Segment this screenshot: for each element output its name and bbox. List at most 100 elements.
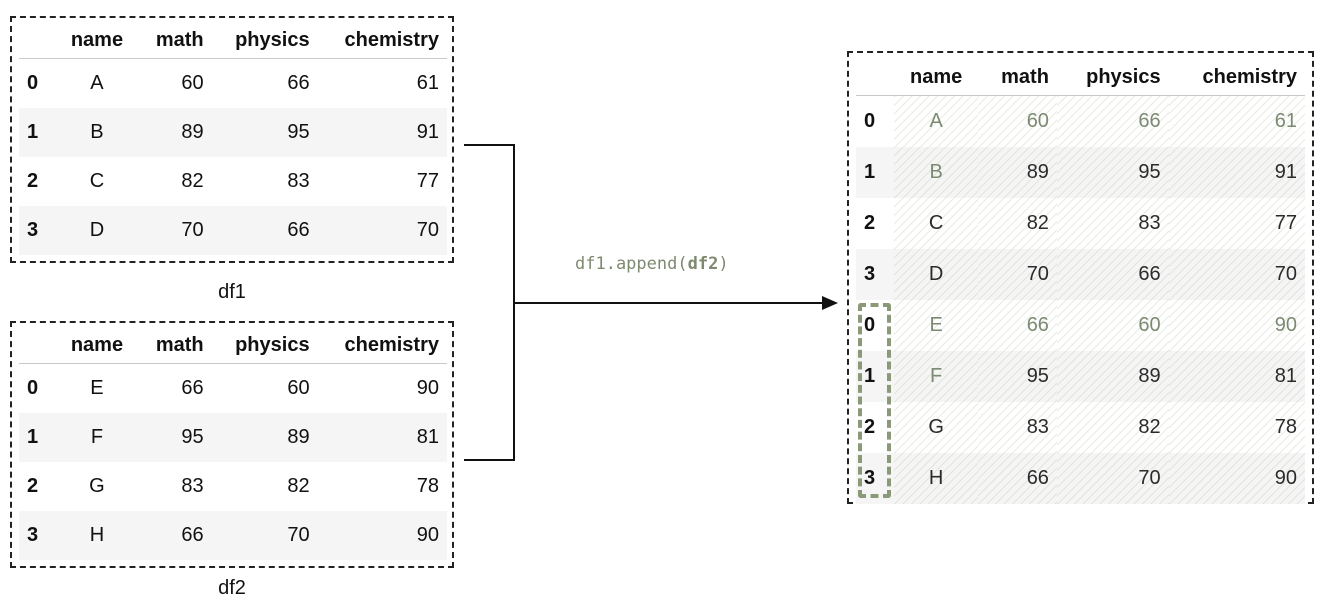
result-row-index: 0 bbox=[864, 313, 876, 336]
df2-cell-chemistry: 90 bbox=[416, 376, 439, 399]
result-cell-physics: 66 bbox=[1056, 95, 1169, 147]
df2-table-row: 1 F 95 89 81 bbox=[19, 412, 447, 462]
append-operation-label: df1.append(df2) bbox=[575, 254, 729, 274]
df1-cell-math: 70 bbox=[181, 218, 204, 241]
df2-cell-math: 83 bbox=[181, 474, 204, 497]
df1-table-row: 1 B 89 95 91 bbox=[19, 107, 447, 157]
df1-table: name math physics chemistry 0 A 60 66 61… bbox=[19, 22, 447, 255]
result-cell-math: 66 bbox=[978, 452, 1057, 504]
df1-table-row: 0 A 60 66 61 bbox=[19, 58, 447, 108]
df1-column-header-name: name bbox=[57, 22, 137, 59]
result-cell-chemistry: 91 bbox=[1168, 146, 1305, 198]
df2-row-index: 1 bbox=[27, 425, 39, 448]
result-cell-name: A bbox=[894, 95, 979, 147]
result-index-header bbox=[856, 59, 894, 96]
df1-cell-chemistry: 61 bbox=[416, 71, 439, 94]
result-cell-name: D bbox=[894, 248, 979, 300]
result-cell-chemistry: 70 bbox=[1168, 248, 1305, 300]
result-table-row: 3 D 70 66 70 bbox=[856, 248, 1305, 300]
df1-column-header-math: math bbox=[136, 22, 212, 59]
result-table-row: 3 H 66 70 90 bbox=[856, 452, 1305, 504]
result-cell-physics: 83 bbox=[1056, 197, 1169, 249]
df1-cell-physics: 95 bbox=[287, 120, 310, 143]
result-cell-physics: 89 bbox=[1056, 350, 1169, 402]
df1-cell-name: C bbox=[89, 169, 105, 192]
df1-cell-physics: 83 bbox=[287, 169, 310, 192]
result-table: name math physics chemistry 0 A 60 66 61… bbox=[856, 59, 1305, 504]
df1-column-header-chemistry: chemistry bbox=[317, 22, 447, 59]
df2-row-index: 0 bbox=[27, 376, 39, 399]
result-cell-name: E bbox=[894, 299, 979, 351]
appended-index-highlight bbox=[858, 303, 891, 498]
df2-cell-name: G bbox=[89, 474, 105, 497]
df1-cell-name: D bbox=[89, 218, 105, 241]
df1-column-header-physics: physics bbox=[211, 22, 318, 59]
result-table-row: 1 B 89 95 91 bbox=[856, 146, 1305, 198]
result-cell-math: 82 bbox=[978, 197, 1057, 249]
df2-cell-name: F bbox=[90, 425, 104, 448]
result-cell-chemistry: 78 bbox=[1168, 401, 1305, 453]
df2-cell-math: 66 bbox=[181, 523, 204, 546]
df2-cell-math: 66 bbox=[181, 376, 204, 399]
df1-cell-math: 82 bbox=[181, 169, 204, 192]
df1-cell-physics: 66 bbox=[287, 218, 310, 241]
df2-table: name math physics chemistry 0 E 66 60 90… bbox=[19, 327, 447, 560]
df2-row-index: 3 bbox=[27, 523, 39, 546]
result-row-index: 2 bbox=[864, 415, 876, 438]
result-cell-chemistry: 81 bbox=[1168, 350, 1305, 402]
operation-prefix: df1.append( bbox=[575, 254, 688, 274]
df1-cell-math: 89 bbox=[181, 120, 204, 143]
df2-cell-physics: 60 bbox=[287, 376, 310, 399]
df1-index-header bbox=[19, 22, 57, 59]
df2-cell-name: E bbox=[90, 376, 104, 399]
df1-table-row: 3 D 70 66 70 bbox=[19, 205, 447, 255]
df1-caption: df1 bbox=[218, 281, 246, 303]
df1-cell-chemistry: 77 bbox=[416, 169, 439, 192]
df2-cell-chemistry: 81 bbox=[416, 425, 439, 448]
result-cell-physics: 70 bbox=[1056, 452, 1169, 504]
df2-column-header-name: name bbox=[57, 327, 137, 364]
df2-cell-math: 95 bbox=[181, 425, 204, 448]
result-table-row: 2 C 82 83 77 bbox=[856, 197, 1305, 249]
df2-cell-physics: 89 bbox=[287, 425, 310, 448]
result-row-index: 3 bbox=[864, 262, 876, 285]
df1-cell-chemistry: 91 bbox=[416, 120, 439, 143]
df2-cell-physics: 82 bbox=[287, 474, 310, 497]
result-row-index: 3 bbox=[864, 466, 876, 489]
df2-header-row: name math physics chemistry bbox=[19, 327, 447, 364]
df1-cell-chemistry: 70 bbox=[416, 218, 439, 241]
result-cell-chemistry: 61 bbox=[1168, 95, 1305, 147]
df2-cell-chemistry: 78 bbox=[416, 474, 439, 497]
result-table-frame: name math physics chemistry 0 A 60 66 61… bbox=[847, 51, 1314, 504]
result-cell-chemistry: 77 bbox=[1168, 197, 1305, 249]
result-table-row: 1 F 95 89 81 bbox=[856, 350, 1305, 402]
result-row-index: 1 bbox=[864, 160, 876, 183]
result-row-index: 0 bbox=[864, 109, 876, 132]
result-header-row: name math physics chemistry bbox=[856, 59, 1305, 96]
result-cell-math: 95 bbox=[978, 350, 1057, 402]
result-cell-math: 83 bbox=[978, 401, 1057, 453]
df1-row-index: 1 bbox=[27, 120, 39, 143]
result-cell-name: H bbox=[894, 452, 979, 504]
df1-cell-math: 60 bbox=[181, 71, 204, 94]
result-cell-physics: 60 bbox=[1056, 299, 1169, 351]
df2-index-header bbox=[19, 327, 57, 364]
result-column-header-name: name bbox=[894, 59, 979, 96]
df2-row-index: 2 bbox=[27, 474, 39, 497]
df2-column-header-math: math bbox=[136, 327, 212, 364]
result-cell-physics: 82 bbox=[1056, 401, 1169, 453]
result-cell-math: 60 bbox=[978, 95, 1057, 147]
df1-row-index: 3 bbox=[27, 218, 39, 241]
df2-cell-physics: 70 bbox=[287, 523, 310, 546]
result-cell-math: 70 bbox=[978, 248, 1057, 300]
df1-connector-line bbox=[464, 144, 515, 303]
result-cell-name: F bbox=[894, 350, 979, 402]
result-row-index: 2 bbox=[864, 211, 876, 234]
df2-column-header-physics: physics bbox=[211, 327, 318, 364]
df1-cell-name: B bbox=[90, 120, 104, 143]
operation-argument: df2 bbox=[687, 254, 719, 274]
df1-table-row: 2 C 82 83 77 bbox=[19, 156, 447, 206]
result-column-header-physics: physics bbox=[1056, 59, 1169, 96]
df1-row-index: 0 bbox=[27, 71, 39, 94]
result-cell-physics: 66 bbox=[1056, 248, 1169, 300]
